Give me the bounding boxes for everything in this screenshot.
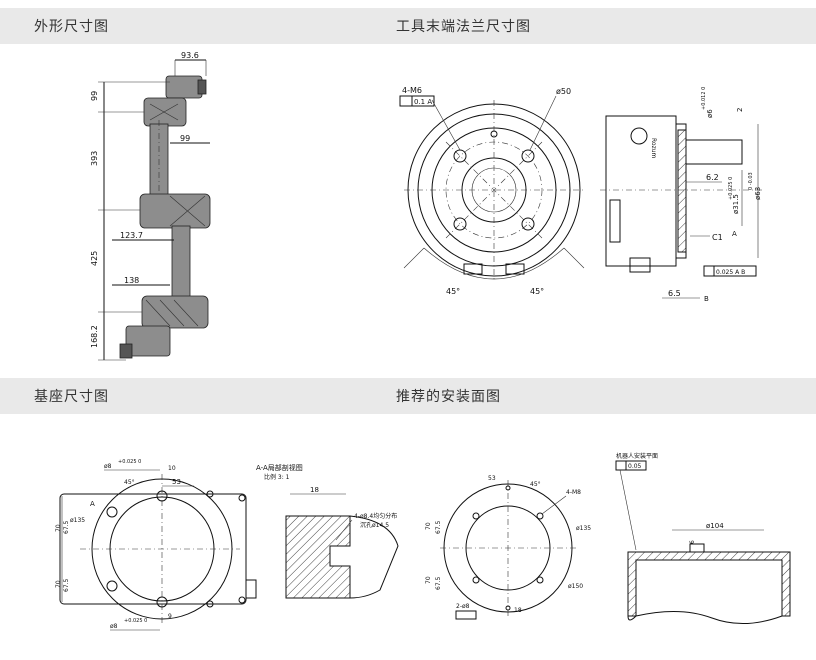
mount-angle: 45° [530,481,541,488]
mount-flatness-frame [615,460,647,471]
dim-upper-arm: 393 [90,151,99,166]
svg-text:70: 70 [55,524,62,532]
base-hole-tol: +0.025 0 [118,459,141,465]
dim-top-width: 93.6 [181,51,199,60]
base-w53: 53 [172,478,181,486]
flange-d6: ø6 [706,109,714,118]
mount-pins: 2-ø8 [456,603,470,610]
base-section-view [285,515,399,599]
wrist-3-joint [165,75,203,99]
base-label-a: A [90,500,95,508]
flange-chamfer: C1 [712,233,723,242]
base-holes-note: 4-ø8.4均匀分布 [354,512,397,520]
flange-w65: 6.5 [668,289,681,298]
mount-d135: ø135 [576,525,591,532]
svg-text:+0.025 0: +0.025 0 [124,618,147,624]
wrist-2-joint [143,97,187,127]
dim-wrist-width: 138 [124,276,139,285]
arm-dimension-drawing: 93.6 99 393 425 168.2 99 123.7 138 [90,51,211,361]
dim-lower-arm: 425 [90,251,99,266]
mount-w6: 6 [689,540,696,544]
svg-text:67.5: 67.5 [435,520,442,534]
flange-depth: 2 [736,108,744,112]
flange-d6-tol: +0.012 0 [701,87,707,110]
base-d135: ø135 [70,517,85,524]
mount-circle-view [440,480,576,616]
flange-runout-frame [703,265,757,277]
elbow-joint [139,193,211,229]
section-header-arm: 外形尺寸图 [0,8,364,44]
flange-tol-frame [399,95,435,107]
section-title-base: 基座尺寸图 [34,389,109,405]
flange-holes: 4-M6 [402,86,422,95]
svg-text:67.5: 67.5 [435,576,442,590]
dim-shoulder-offset: 99 [90,91,99,101]
base-w9: 9 [168,613,172,620]
mount-holes: 4-M8 [566,489,581,496]
mount-pins-frame [455,610,477,620]
section-header-mount: 推荐的安装面图 [364,378,816,414]
svg-text:0.1 A: 0.1 A [414,98,432,106]
base-hole-top: ø8 [104,463,112,470]
flange-pcd: ø50 [556,87,571,96]
flange-d31: ø31.5 [732,194,740,214]
flange-dimension-drawing: 4-M6 0.1 A ø50 45° 45° Rozum ø6 +0.012 0… [399,86,764,303]
base-w10: 10 [168,465,176,472]
flange-d63-tol: 0 -0.03 [748,172,754,190]
section-title-arm: 外形尺寸图 [34,19,109,35]
flange-d6-2: 6.2 [706,173,719,182]
dim-upper-v: 99 [180,134,190,143]
svg-text:0.05: 0.05 [628,463,642,470]
mount-d150: ø150 [568,583,583,590]
flange-brand: Rozum [650,138,657,159]
flange-d31-tol: +0.025 0 [728,177,734,200]
svg-text:70: 70 [425,576,432,584]
mount-dimension-drawing: 53 45° 4-M8 ø135 67.5 70 70 67.5 ø150 2-… [425,452,791,625]
svg-text:67.5: 67.5 [63,578,70,592]
flange-datum-b: B [704,295,709,303]
flange-angle-right: 45° [530,287,544,296]
base-angle: 45° [124,479,135,486]
base-dimension-drawing: ø8 +0.025 0 10 53 45° A ø135 67.5 70 70 … [55,459,399,631]
section-title-flange: 工具末端法兰尺寸图 [396,19,531,35]
svg-text:67.5: 67.5 [63,520,70,534]
svg-text:0.025 A B: 0.025 A B [716,269,745,276]
mount-w18: 18 [514,607,522,614]
section-header-base: 基座尺寸图 [0,378,364,414]
base-section-scale: 比例 3: 1 [264,473,290,481]
lower-arm-tube [171,225,191,299]
base-w18: 18 [310,486,319,494]
base-counterbore: 沉孔ø14.5 [360,521,389,529]
section-header-flange: 工具末端法兰尺寸图 [364,8,816,44]
svg-text:70: 70 [55,580,62,588]
mount-w53: 53 [488,475,496,482]
flange-side-view [600,115,764,273]
mount-flat-label: 机器人安装平面 [616,452,658,460]
mount-d104: ø104 [706,522,724,530]
flange-datum-a: A [732,230,737,238]
base-plate-view [59,474,257,624]
flange-angle-left: 45° [446,287,460,296]
base-joint [125,325,171,357]
base-section-title: A-A局部剖视图 [256,463,303,472]
base-hole-bottom: ø8 [110,623,118,630]
svg-text:70: 70 [425,522,432,530]
dim-base-height: 168.2 [90,325,99,348]
dim-elbow-width: 123.7 [120,231,143,240]
mount-plate-section [627,543,791,625]
flange-front-view [403,100,586,282]
section-title-mount: 推荐的安装面图 [396,389,501,405]
